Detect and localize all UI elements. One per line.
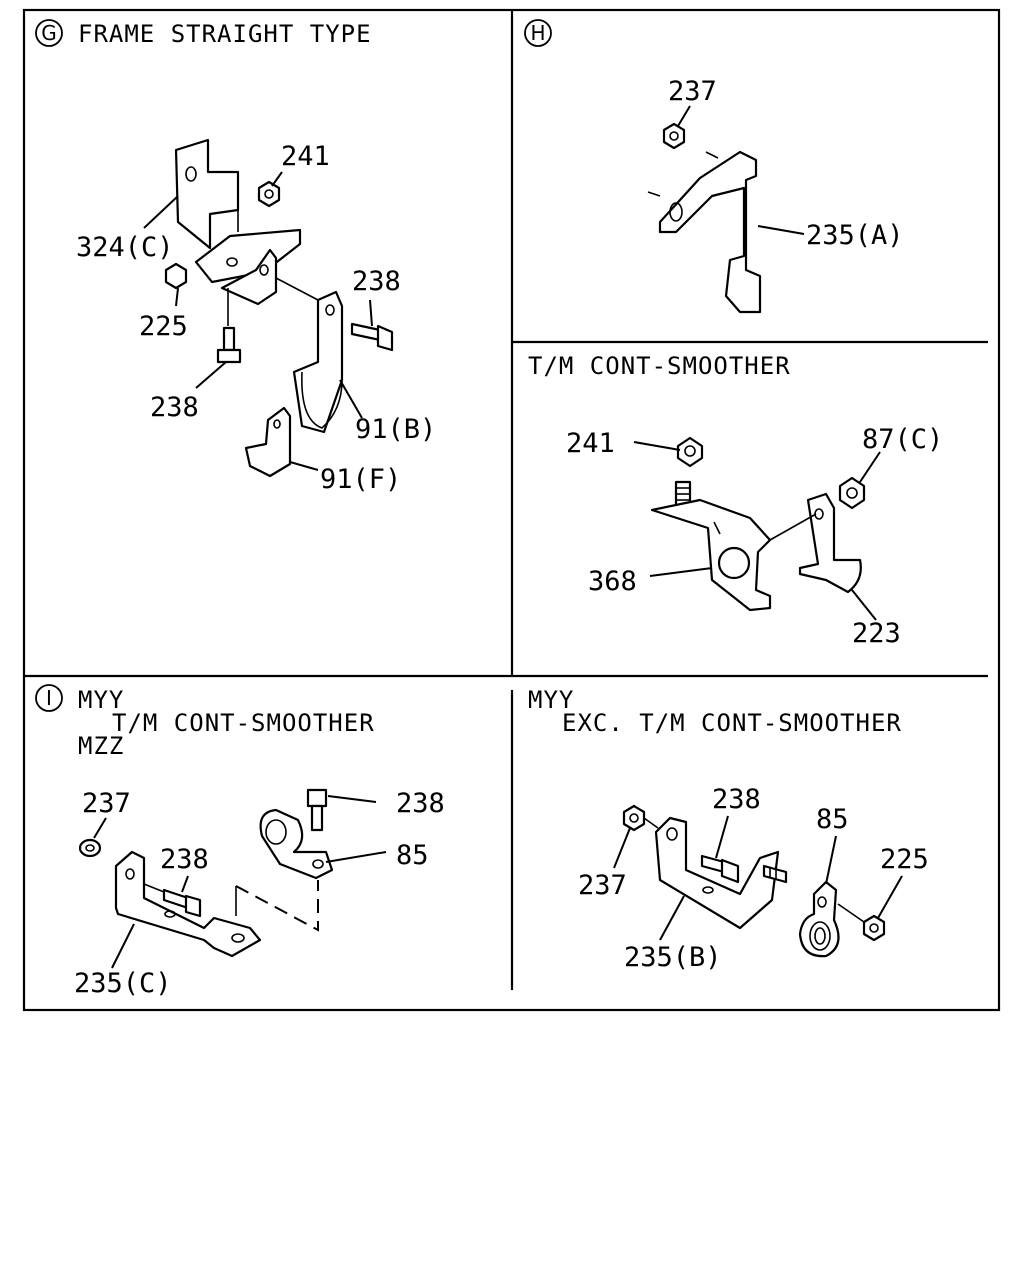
section-exc-parts [613, 804, 903, 958]
bracket-235c [114, 850, 262, 958]
callout-237: 237 [578, 870, 627, 901]
callout-91b: 91(B) [355, 414, 436, 445]
callout-238-lower: 238 [150, 392, 199, 423]
section-marker-circle-icon [35, 684, 63, 712]
section-i-header: I MYY T/M CONT-SMOOTHER MZZ [35, 684, 375, 760]
nut-237 [622, 804, 646, 832]
section-i-marker: I [46, 686, 52, 710]
bracket-324c [174, 138, 240, 250]
nut-241 [257, 180, 281, 208]
callout-368: 368 [588, 566, 637, 597]
callout-225: 225 [139, 311, 188, 342]
nut-241 [676, 436, 704, 468]
clamp-223 [798, 492, 862, 594]
section-exc-header: MYY EXC. T/M CONT-SMOOTHER [528, 686, 902, 737]
callout-235c: 235(C) [74, 968, 172, 999]
callout-85: 85 [396, 840, 429, 871]
clamp-91b [292, 290, 344, 434]
bracket-base-plate [194, 228, 302, 284]
section-marker-circle-icon [35, 19, 63, 47]
bracket-small-plate [220, 248, 278, 306]
section-i-parts [78, 788, 387, 969]
section-exc-line2: EXC. T/M CONT-SMOOTHER [562, 709, 902, 737]
section-i-callouts: 237 238 238 85 235(C) [74, 788, 445, 999]
callout-241: 241 [566, 428, 615, 459]
section-g-callouts: 241 324(C) 225 238 238 91(B) 91(F) [76, 141, 436, 495]
section-tm-callouts: 241 87(C) 368 223 [566, 424, 943, 649]
bracket-235a [658, 150, 762, 314]
nut-87c [838, 476, 866, 510]
nut-237 [662, 122, 686, 150]
section-tm-header: T/M CONT-SMOOTHER [528, 352, 791, 380]
section-tm-title: T/M CONT-SMOOTHER [528, 352, 791, 380]
section-g-header: G FRAME STRAIGHT TYPE [35, 19, 372, 48]
bracket-235b [654, 816, 780, 930]
section-i-line3: MZZ [78, 732, 124, 760]
callout-87c: 87(C) [862, 424, 943, 455]
callout-225: 225 [880, 844, 929, 875]
callout-223: 223 [852, 618, 901, 649]
callout-238-upper: 238 [352, 266, 401, 297]
callout-237: 237 [82, 788, 131, 819]
section-exc-callouts: 238 85 237 225 235(B) [578, 784, 929, 973]
section-exc-line1: MYY [528, 686, 574, 714]
bolt-238-horizontal [162, 888, 190, 910]
clamp-85 [798, 880, 840, 958]
nut-225 [164, 262, 188, 290]
section-marker-circle-icon [524, 19, 552, 47]
section-h-header: H [524, 19, 552, 47]
bolt-238-vertical [306, 788, 328, 808]
callout-241: 241 [281, 141, 330, 172]
callout-235a: 235(A) [806, 220, 904, 251]
section-h-callouts: 237 235(A) [668, 76, 904, 251]
section-h-marker: H [530, 21, 545, 45]
callout-85: 85 [816, 804, 849, 835]
washer-237 [78, 838, 102, 858]
section-i-line2: T/M CONT-SMOOTHER [112, 709, 375, 737]
clamp-91f [244, 406, 292, 478]
section-h-parts [647, 105, 805, 314]
callout-238: 238 [712, 784, 761, 815]
bolt-238 [700, 854, 726, 874]
nut-225 [862, 914, 886, 942]
bolt-238-lower [222, 326, 236, 352]
callout-237: 237 [668, 76, 717, 107]
callout-91f: 91(F) [320, 464, 401, 495]
callout-324c: 324(C) [76, 232, 174, 263]
section-g-marker: G [41, 21, 57, 45]
callout-235b: 235(B) [624, 942, 722, 973]
bolt-238-upper [350, 322, 382, 342]
section-g-parts [143, 138, 394, 478]
callout-238-horizontal: 238 [160, 844, 209, 875]
section-g-title: FRAME STRAIGHT TYPE [78, 20, 372, 48]
section-i-line1: MYY [78, 686, 124, 714]
callout-238-vertical: 238 [396, 788, 445, 819]
diagram-frame [22, 8, 1001, 1012]
bracket-368 [650, 498, 772, 612]
section-tm-parts [633, 436, 881, 621]
